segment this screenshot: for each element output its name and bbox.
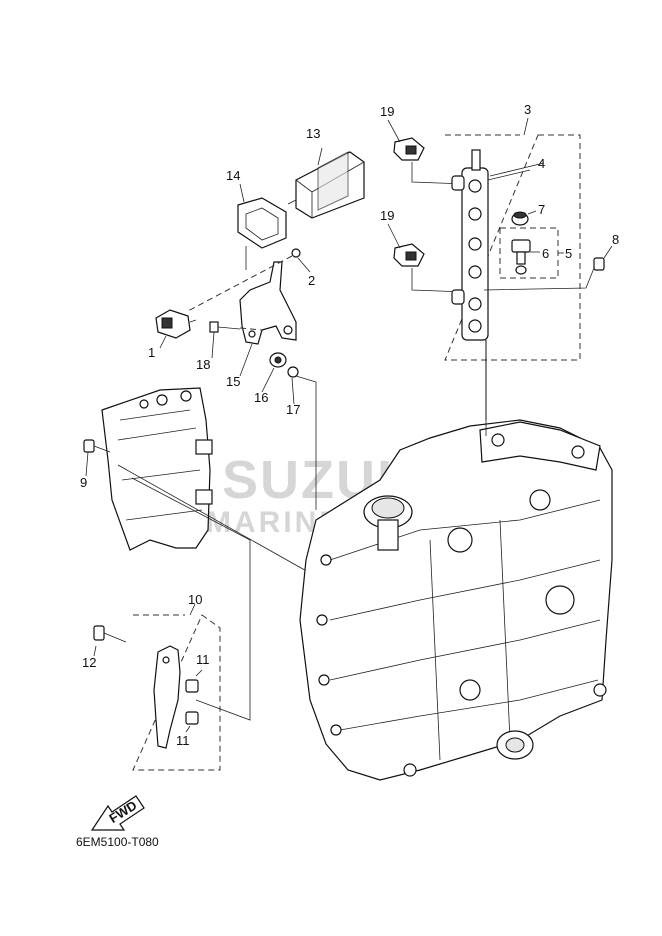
callout-8: 8 — [612, 232, 619, 247]
canister-part-13 — [287, 147, 365, 219]
fwd-arrow-icon: FWD — [90, 795, 145, 831]
callout-9: 9 — [80, 475, 87, 490]
callout-19-lower: 19 — [380, 208, 394, 223]
collar-part-17 — [287, 366, 299, 378]
callout-6: 6 — [542, 246, 549, 261]
bolt-part-9 — [83, 439, 111, 453]
leader-3 — [523, 117, 529, 136]
seal-part-7 — [511, 211, 529, 226]
callout-14: 14 — [226, 168, 240, 183]
valve-part-1 — [155, 309, 197, 339]
injector-part-6 — [511, 239, 531, 275]
leader-11a — [195, 669, 203, 677]
callout-1: 1 — [148, 345, 155, 360]
group-box-injector — [499, 227, 559, 279]
callout-5: 5 — [565, 246, 572, 261]
cap-part-14 — [237, 183, 287, 270]
assembly-line-9 — [117, 464, 327, 583]
leader-7 — [527, 210, 537, 215]
callout-11-upper: 11 — [196, 652, 210, 667]
callout-10: 10 — [188, 592, 202, 607]
leader-12 — [93, 645, 97, 657]
callout-12: 12 — [82, 655, 96, 670]
manifold-left — [101, 387, 213, 551]
leader-11b — [185, 725, 191, 733]
callout-19-upper: 19 — [380, 104, 394, 119]
bolt-part-12 — [93, 625, 127, 643]
diagram-code: 6EM5100-T080 — [76, 835, 159, 849]
callout-3: 3 — [524, 102, 531, 117]
callout-4: 4 — [538, 156, 545, 171]
callout-2: 2 — [308, 273, 315, 288]
assembly-line-17 — [295, 375, 317, 510]
assembly-line-19-lower — [411, 268, 467, 293]
callout-7: 7 — [538, 202, 545, 217]
assembly-line-19-upper — [411, 162, 467, 185]
callout-16: 16 — [254, 390, 268, 405]
callout-18: 18 — [196, 357, 210, 372]
clamp-part-19-upper — [393, 137, 425, 161]
group-box-bracket — [132, 614, 221, 771]
leader-10 — [189, 603, 196, 616]
callout-11-lower: 11 — [176, 733, 190, 748]
engine-block — [299, 419, 613, 781]
assembly-line-8 — [483, 267, 595, 291]
grommet-part-16 — [269, 352, 287, 368]
bolt-part-8 — [593, 245, 613, 271]
callouts: 1 2 3 4 5 6 7 8 9 10 11 11 12 13 14 15 1… — [80, 102, 619, 748]
bracket-part-15 — [239, 261, 297, 345]
grommet-part-2 — [291, 248, 301, 258]
bracket-part-10 — [153, 645, 199, 749]
leader-lines — [85, 119, 545, 477]
callout-17: 17 — [286, 402, 300, 417]
assembly-line-10 — [131, 477, 251, 721]
fuel-rail-part-4 — [451, 149, 531, 341]
callout-13: 13 — [306, 126, 320, 141]
clamp-part-19-lower — [393, 243, 425, 267]
callout-15: 15 — [226, 374, 240, 389]
